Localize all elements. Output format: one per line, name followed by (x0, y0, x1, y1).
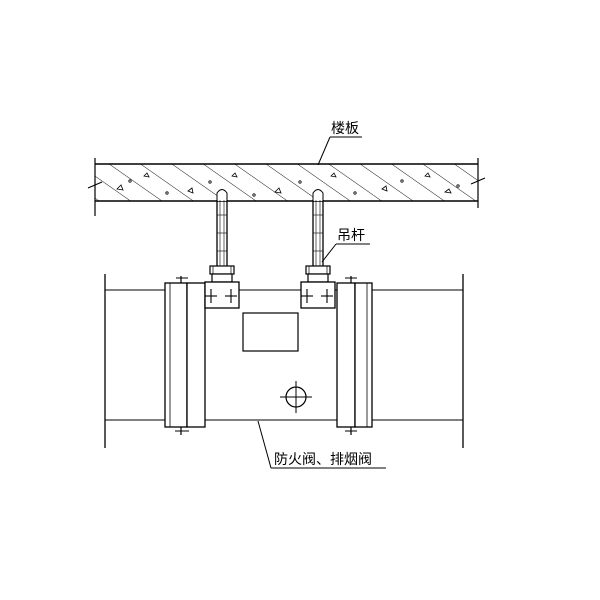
duct (104, 274, 464, 448)
label-hanger-rod: 吊杆 (337, 228, 365, 244)
actuator-box (242, 312, 299, 352)
label-floor-slab: 楼板 (331, 121, 359, 137)
support-bracket-left (204, 265, 240, 309)
right-flange (336, 276, 373, 435)
leader-hanger-rod (321, 243, 370, 263)
label-valve: 防火阀、排烟阀 (274, 452, 372, 468)
axis-circle (280, 381, 312, 413)
left-flange (164, 276, 206, 435)
leader-floor-slab (317, 136, 362, 166)
hanger-rod-right (312, 189, 324, 266)
floor-slab (87, 158, 486, 216)
leader-valve (257, 420, 386, 469)
aggregate-marks (116, 172, 460, 197)
hanger-rod-left (216, 189, 228, 266)
support-bracket-right (300, 265, 336, 309)
valve-body (242, 312, 312, 413)
